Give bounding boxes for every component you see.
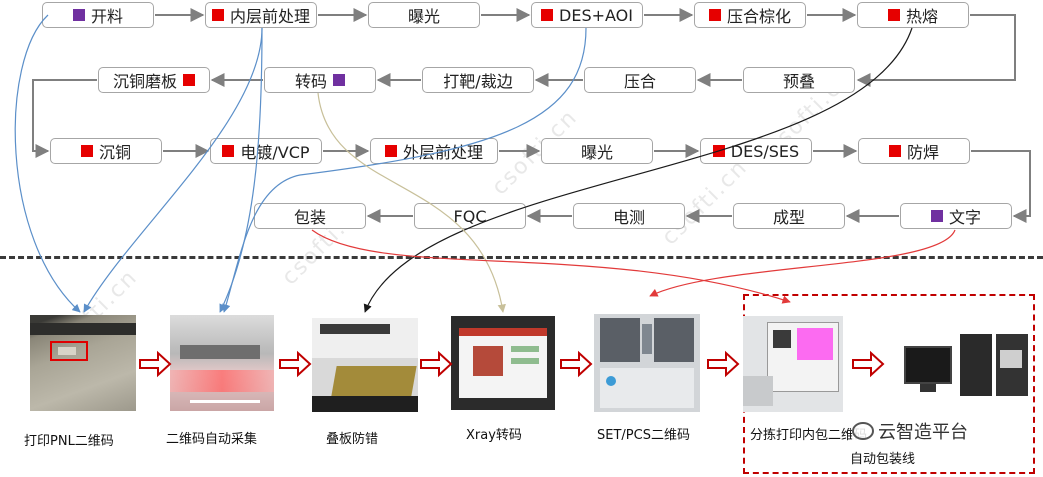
process-arrow-icon bbox=[139, 350, 172, 378]
step-label: 压合棕化 bbox=[726, 7, 791, 26]
step-legend-print: 文字 bbox=[900, 203, 1012, 229]
blue-link-inner bbox=[83, 27, 263, 313]
blue-link-inner-2 bbox=[219, 27, 263, 313]
label-printer-photo bbox=[900, 330, 1030, 400]
red-marker-icon bbox=[183, 74, 195, 86]
process-arrow-icon bbox=[279, 350, 312, 378]
code-reader-photo bbox=[170, 315, 274, 411]
brand-text: 云智造平台 bbox=[878, 422, 968, 443]
step-layup: 预叠 bbox=[743, 67, 855, 93]
step-electrical-test: 电测 bbox=[573, 203, 685, 229]
step-cutting: 开料 bbox=[42, 2, 154, 28]
red-link-packaging-sort bbox=[311, 229, 791, 304]
step-label: 文字 bbox=[948, 208, 981, 227]
step-inner-pretreatment: 内层前处理 bbox=[205, 2, 317, 28]
purple-marker-icon bbox=[930, 210, 943, 222]
blue-link-cutting bbox=[14, 14, 81, 313]
wechat-icon bbox=[852, 422, 874, 440]
laser-printer-photo bbox=[30, 315, 136, 411]
step-label: FQC bbox=[453, 206, 487, 226]
step-label: 防焊 bbox=[906, 143, 939, 162]
step-fqc: FQC bbox=[414, 203, 526, 229]
step-exposure-2: 曝光 bbox=[541, 138, 653, 164]
tan-link-transcode bbox=[317, 92, 506, 313]
code-highlight-box bbox=[50, 341, 88, 361]
step-label: 打靶/裁边 bbox=[443, 72, 513, 91]
section-divider bbox=[0, 256, 1043, 259]
caption-layup-error-proof: 叠板防错 bbox=[326, 432, 379, 447]
red-marker-icon bbox=[80, 145, 93, 157]
process-arrow-icon bbox=[852, 350, 885, 378]
step-pth-scrub: 沉铜磨板 bbox=[98, 67, 210, 93]
red-marker-icon bbox=[211, 9, 224, 21]
step-label: 热熔 bbox=[905, 7, 938, 26]
brand-badge: 云智造平台 bbox=[852, 418, 968, 444]
flow-arrow bbox=[856, 14, 1016, 87]
set-pcs-machine-photo bbox=[594, 314, 700, 412]
step-label: 转码 bbox=[294, 72, 327, 91]
red-marker-icon bbox=[708, 9, 721, 21]
step-pth: 沉铜 bbox=[50, 138, 162, 164]
step-label: 沉铜 bbox=[98, 143, 131, 162]
step-label: 沉铜磨板 bbox=[112, 72, 177, 91]
step-label: 压合 bbox=[623, 72, 656, 91]
caption-set-pcs-code: SET/PCS二维码 bbox=[597, 428, 690, 443]
black-link-hotmelt bbox=[363, 27, 913, 313]
step-target-trim: 打靶/裁边 bbox=[422, 67, 534, 93]
step-label: 曝光 bbox=[407, 7, 440, 26]
purple-marker-icon bbox=[333, 74, 345, 86]
caption-sorting-inner-pack: 分拣打印内包二维码 bbox=[750, 428, 868, 443]
step-transcode: 转码 bbox=[264, 67, 376, 93]
step-packaging: 包装 bbox=[254, 203, 366, 229]
flow-arrow bbox=[971, 150, 1031, 223]
step-des-aoi: DES+AOI bbox=[531, 2, 643, 28]
purple-marker-icon bbox=[72, 9, 85, 21]
step-browning: 压合棕化 bbox=[694, 2, 806, 28]
step-hot-melt: 热熔 bbox=[857, 2, 969, 28]
step-label: 预叠 bbox=[782, 72, 815, 91]
process-arrow-icon bbox=[707, 350, 740, 378]
red-marker-icon bbox=[887, 9, 900, 21]
blue-link-des bbox=[222, 27, 587, 313]
step-solder-mask: 防焊 bbox=[858, 138, 970, 164]
step-exposure-1: 曝光 bbox=[368, 2, 480, 28]
auto-packing-line-label: 自动包装线 bbox=[850, 452, 916, 467]
step-label: 开料 bbox=[90, 7, 123, 26]
caption-print-pnl-code: 打印PNL二维码 bbox=[24, 434, 114, 449]
step-lamination: 压合 bbox=[584, 67, 696, 93]
xray-machine-photo bbox=[451, 316, 555, 410]
red-marker-icon bbox=[222, 145, 235, 157]
step-label: 包装 bbox=[293, 208, 326, 227]
step-label: 电测 bbox=[612, 208, 645, 227]
process-arrow-icon bbox=[420, 350, 453, 378]
step-label: 曝光 bbox=[580, 143, 613, 162]
caption-code-auto-capture: 二维码自动采集 bbox=[166, 432, 258, 447]
flow-arrow bbox=[32, 79, 97, 158]
step-label: 内层前处理 bbox=[229, 7, 310, 26]
step-label: DES+AOI bbox=[559, 5, 633, 25]
sorting-machine-photo bbox=[743, 316, 843, 412]
red-marker-icon bbox=[888, 145, 901, 157]
step-label: 成型 bbox=[772, 208, 805, 227]
red-marker-icon bbox=[541, 9, 554, 21]
process-arrow-icon bbox=[560, 350, 593, 378]
caption-xray-transcode: Xray转码 bbox=[466, 428, 522, 443]
step-label: 外层前处理 bbox=[402, 143, 483, 162]
red-marker-icon bbox=[384, 145, 397, 157]
step-label: DES/SES bbox=[730, 141, 800, 161]
red-link-legend-setpcs bbox=[649, 229, 956, 297]
step-profiling: 成型 bbox=[733, 203, 845, 229]
layup-machine-photo bbox=[312, 318, 418, 412]
